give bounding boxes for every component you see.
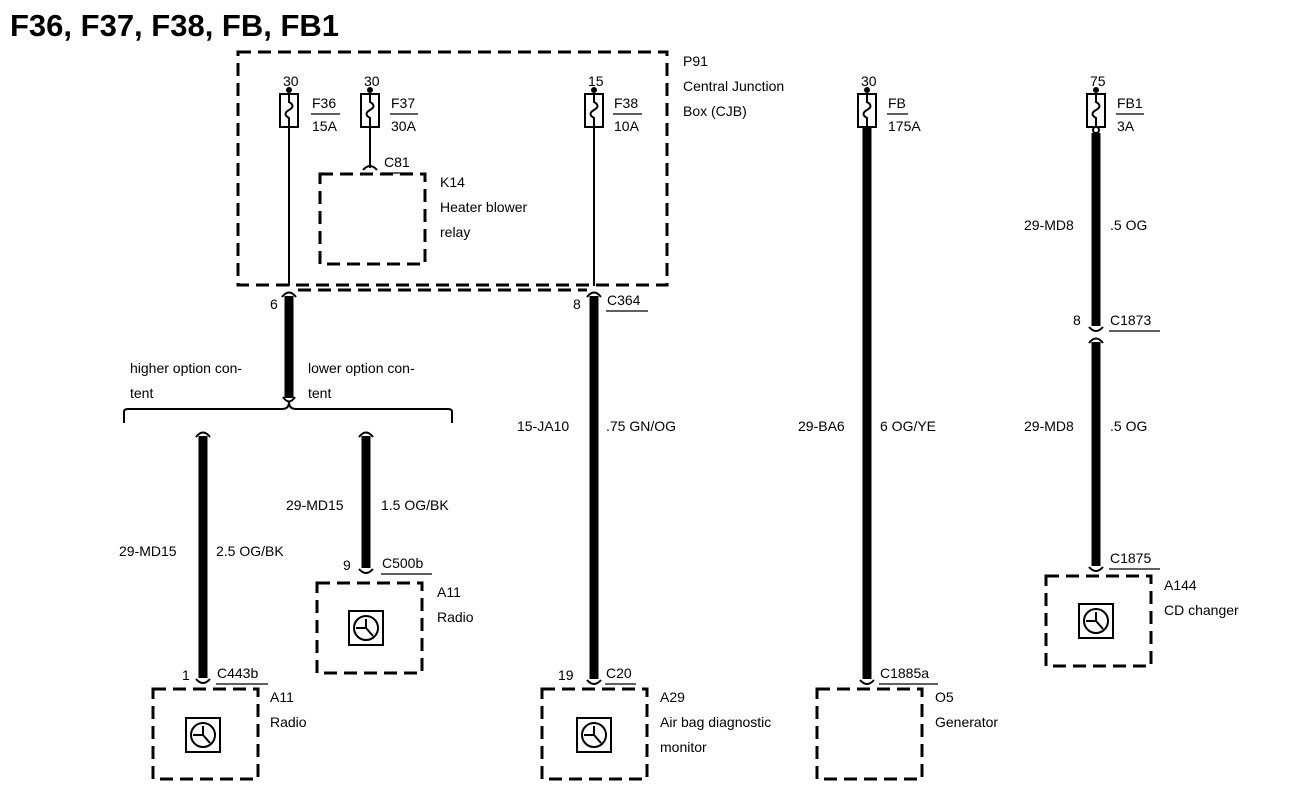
wire-md15-circuit-a: 29-MD15 xyxy=(119,543,177,559)
circuit-fb1-cd-changer: 75 FB1 3A 29-MD8 .5 OG 8 C1873 29-MD8 .5… xyxy=(1024,73,1239,668)
circuit-fb-generator: 30 FB 175A 29-BA6 6 OG/YE C1885a O5 Gene… xyxy=(798,73,998,781)
relay-k14: C81 K14 Heater blower relay xyxy=(318,127,527,266)
fuse-fb1-rating: 3A xyxy=(1117,118,1135,134)
fuse-f36: 30 F36 15A xyxy=(279,73,340,134)
c20-pin: 19 xyxy=(558,667,574,683)
c1873-connector: C1873 xyxy=(1110,312,1151,328)
cd-changer-id: A144 xyxy=(1164,577,1197,593)
fuse-fb1-supply: 75 xyxy=(1090,73,1106,89)
relay-name-line2: relay xyxy=(440,224,470,240)
airbag-monitor-box xyxy=(540,687,649,781)
circuit-f36-radio: 6 higher option con- tent lower option c… xyxy=(119,127,474,781)
pin-6: 6 xyxy=(270,296,278,312)
fuse-fb-rating: 175A xyxy=(888,118,921,134)
cd-changer-box xyxy=(1044,574,1153,668)
c1885a-connector: C1885a xyxy=(880,665,929,681)
speaker-icon xyxy=(576,717,612,753)
wire-md15-spec-b: 1.5 OG/BK xyxy=(381,497,449,513)
radio-a11-upper-id: A11 xyxy=(437,584,461,600)
fuse-f36-rating: 15A xyxy=(312,118,338,134)
wire-ba6-circuit: 29-BA6 xyxy=(798,418,845,434)
fuse-f37: 30 F37 30A xyxy=(360,73,418,134)
c500b-connector: C500b xyxy=(382,555,423,571)
fuse-fb-id: FB xyxy=(888,95,906,111)
wire-md8-spec-b: .5 OG xyxy=(1110,418,1147,434)
wire-md8-spec-a: .5 OG xyxy=(1110,217,1147,233)
cjb-name-line1: Central Junction xyxy=(683,78,784,94)
c1875-connector: C1875 xyxy=(1110,550,1151,566)
fuse-f37-supply: 30 xyxy=(364,73,380,89)
wire-md15-spec-a: 2.5 OG/BK xyxy=(216,543,284,559)
fuse-f38-id: F38 xyxy=(614,95,638,111)
generator-box xyxy=(815,687,924,781)
radio-a11-name: Radio xyxy=(270,714,307,730)
fuse-fb-supply: 30 xyxy=(861,73,877,89)
generator-name: Generator xyxy=(935,714,998,730)
cjb-name-line2: Box (CJB) xyxy=(683,103,747,119)
lower-option-line1: lower option con- xyxy=(308,360,415,376)
fuse-f36-supply: 30 xyxy=(283,73,299,89)
speaker-icon xyxy=(348,610,384,646)
cjb-outline xyxy=(236,50,669,287)
c443b-pin: 1 xyxy=(182,667,190,683)
pin-8: 8 xyxy=(573,296,581,312)
circuit-f38-airbag: 8 C364 15-JA10 .75 GN/OG 19 C20 A29 Air … xyxy=(517,127,771,781)
wire-ja10-circuit: 15-JA10 xyxy=(517,418,569,434)
wire-md15-circuit-b: 29-MD15 xyxy=(286,497,344,513)
lower-option-line2: tent xyxy=(308,385,331,401)
c500b-pin: 9 xyxy=(343,557,351,573)
fuse-f38: 15 F38 10A xyxy=(584,73,642,134)
fuse-f38-rating: 10A xyxy=(614,118,640,134)
airbag-monitor-id: A29 xyxy=(660,689,685,705)
radio-a11-id: A11 xyxy=(270,689,294,705)
radio-a11-upper-name: Radio xyxy=(437,609,474,625)
radio-a11-lower-box xyxy=(151,687,260,781)
fuse-f38-supply: 15 xyxy=(588,73,604,89)
relay-outline xyxy=(318,172,427,266)
diagram-title: F36, F37, F38, FB, FB1 xyxy=(10,8,339,43)
speaker-icon xyxy=(185,717,221,753)
relay-id: K14 xyxy=(440,174,465,190)
fuse-f37-id: F37 xyxy=(391,95,415,111)
wire-md8-circuit-b: 29-MD8 xyxy=(1024,418,1074,434)
fuse-f37-rating: 30A xyxy=(391,118,417,134)
cjb-id: P91 xyxy=(683,53,708,69)
relay-connector: C81 xyxy=(384,154,410,170)
cd-changer-name: CD changer xyxy=(1164,602,1239,618)
fuse-f36-id: F36 xyxy=(312,95,336,111)
relay-name-line1: Heater blower xyxy=(440,199,527,215)
airbag-monitor-name-line2: monitor xyxy=(660,739,707,755)
c443b-connector: C443b xyxy=(217,665,258,681)
fuse-fb1-id: FB1 xyxy=(1117,95,1143,111)
higher-option-line2: tent xyxy=(130,385,153,401)
wire-ba6-spec: 6 OG/YE xyxy=(880,418,936,434)
radio-a11-upper-box xyxy=(315,581,424,675)
c364-connector: C364 xyxy=(607,292,641,308)
airbag-monitor-name-line1: Air bag diagnostic xyxy=(660,714,771,730)
c20-connector: C20 xyxy=(606,665,632,681)
wire-md8-circuit-a: 29-MD8 xyxy=(1024,217,1074,233)
c1873-pin: 8 xyxy=(1073,312,1081,328)
higher-option-line1: higher option con- xyxy=(130,360,242,376)
wire-ja10-spec: .75 GN/OG xyxy=(606,418,676,434)
generator-id: O5 xyxy=(935,689,954,705)
speaker-icon xyxy=(1078,603,1114,639)
